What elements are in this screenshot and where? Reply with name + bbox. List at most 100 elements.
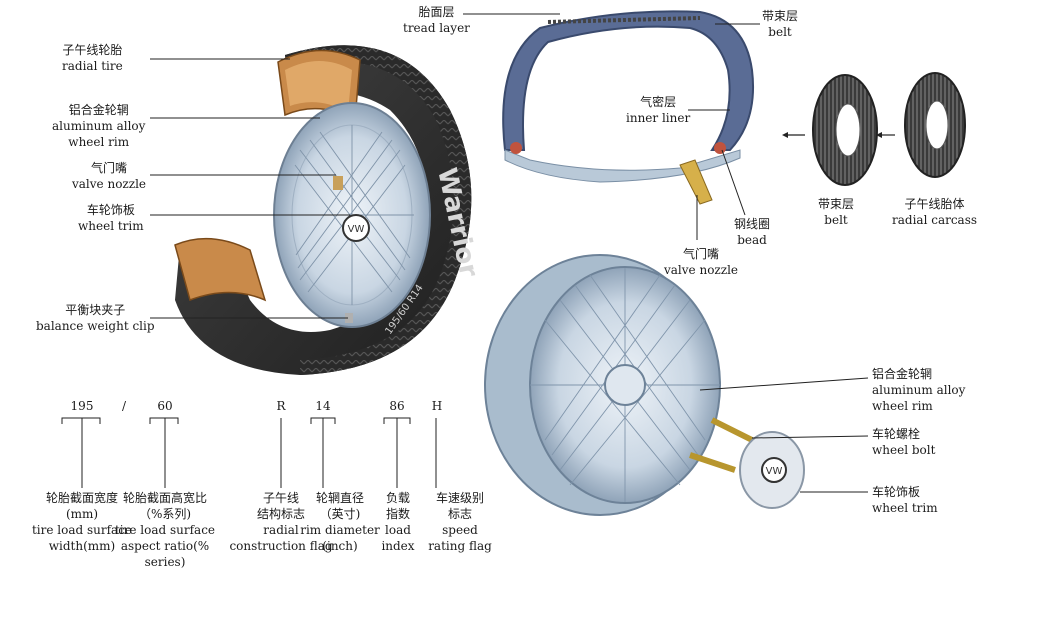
desc-load-l3: load — [385, 523, 411, 537]
hub-logo-left — [342, 214, 370, 242]
label-wheel-bolt-en: wheel bolt — [872, 443, 936, 457]
hub-logo-text-left: VW — [348, 224, 365, 235]
valve-left — [333, 176, 343, 190]
code-width: 195 — [70, 399, 94, 413]
desc-ratio-l1: 轮胎截面高宽比 — [122, 491, 207, 505]
label-aluminum-rim-right: 铝合金轮辋 aluminum alloy wheel rim — [872, 366, 965, 414]
rim-hub — [604, 364, 646, 406]
desc-width: 轮胎截面宽度 (mm) tire load surface width(mm) — [12, 490, 152, 554]
label-radial-tire-zh: 子午线轮胎 — [62, 43, 123, 57]
code-rim: 14 — [315, 399, 331, 413]
desc-radial-l1: 子午线 — [262, 491, 299, 505]
lower-cut-section — [174, 237, 267, 302]
label-bead-en: bead — [737, 233, 767, 247]
label-radial-tire: 子午线轮胎 radial tire — [62, 42, 123, 74]
code-slash: / — [121, 399, 127, 413]
label-inner-liner-en: inner liner — [626, 111, 691, 125]
label-aluminum-rim-left: 铝合金轮辋 aluminum alloy wheel rim — [52, 102, 145, 150]
desc-ratio: 轮胎截面高宽比 （%系列) tire load surface aspect r… — [110, 490, 220, 570]
code-ratio: 60 — [157, 399, 173, 413]
desc-rim-l1: 轮辋直径 — [315, 491, 364, 505]
desc-radial: 子午线 结构标志 radial construction flag — [222, 490, 340, 554]
hub-logo-text-right: VW — [766, 466, 783, 477]
desc-radial-l4: construction flag — [229, 539, 333, 553]
label-radial-carcass: 子午线胎体 radial carcass — [892, 196, 977, 228]
section-valve — [679, 159, 713, 205]
desc-ratio-l4: aspect ratio(% — [120, 539, 210, 553]
code-speed: H — [431, 399, 443, 413]
label-belt-right: 带束层 belt — [818, 196, 854, 228]
label-wheel-trim-left: 车轮饰板 wheel trim — [78, 202, 144, 234]
belt-ring-hole — [835, 103, 861, 157]
label-valve-nozzle-left-zh: 气门嘴 — [91, 161, 128, 175]
label-wheel-trim-left-en: wheel trim — [78, 219, 144, 233]
desc-load-l1: 负载 — [385, 491, 410, 505]
label-belt-top-zh: 带束层 — [762, 9, 799, 23]
label-belt-top: 带束层 belt — [762, 8, 798, 40]
label-valve-nozzle-center-en: valve nozzle — [664, 263, 739, 277]
label-aluminum-rim-left-en1: aluminum alloy — [52, 119, 146, 133]
section-tread-grooves — [547, 16, 701, 24]
label-radial-carcass-en: radial carcass — [892, 213, 978, 227]
bead-right — [714, 142, 726, 154]
label-wheel-bolt-zh: 车轮螺栓 — [872, 427, 921, 441]
label-aluminum-rim-left-en2: wheel rim — [68, 135, 130, 149]
wheel-bolts — [689, 417, 754, 473]
desc-radial-l3: radial — [263, 523, 299, 537]
desc-speed-l1: 车速级别 — [435, 491, 484, 505]
label-valve-nozzle-center-zh: 气门嘴 — [683, 247, 720, 261]
desc-radial-l2: 结构标志 — [256, 507, 305, 521]
desc-width-l3: tire load surface — [31, 523, 133, 537]
label-valve-nozzle-center: 气门嘴 valve nozzle — [664, 246, 738, 278]
label-inner-liner-zh: 气密层 — [640, 95, 677, 109]
desc-rim-l3: rim diameter — [300, 523, 380, 537]
desc-load-l2: 指数 — [385, 507, 410, 521]
carcass-ring-hole — [925, 100, 949, 150]
desc-speed-l2: 标志 — [447, 507, 472, 521]
label-tread-layer-en: tread layer — [403, 21, 470, 35]
desc-width-l2: (mm) — [65, 507, 99, 521]
label-belt-right-en: belt — [824, 213, 848, 227]
label-balance-weight-clip-en: balance weight clip — [36, 319, 155, 333]
leader-lines — [150, 13, 869, 493]
balance-clip — [345, 313, 353, 323]
desc-rim-l4: (inch) — [322, 539, 358, 553]
label-aluminum-rim-right-en1: aluminum alloy — [872, 383, 966, 397]
label-aluminum-rim-left-zh: 铝合金轮辋 — [68, 103, 129, 117]
desc-width-l1: 轮胎截面宽度 — [45, 491, 118, 505]
belt-carcass-illustration — [782, 72, 966, 186]
desc-speed-l3: speed — [442, 523, 478, 537]
desc-load: 负载 指数 load index — [378, 490, 418, 554]
desc-speed-l4: rating flag — [428, 539, 492, 553]
alloy-wheel-illustration: VW — [484, 254, 805, 516]
desc-speed: 车速级别 标志 speed rating flag — [420, 490, 500, 554]
label-wheel-trim-right: 车轮饰板 wheel trim — [872, 484, 938, 516]
label-radial-carcass-zh: 子午线胎体 — [904, 197, 965, 211]
label-inner-liner: 气密层 inner liner — [626, 94, 690, 126]
desc-rim-l2: （英寸) — [319, 507, 361, 521]
code-radial: R — [276, 399, 286, 413]
label-valve-nozzle-left-en: valve nozzle — [72, 177, 147, 191]
label-belt-top-en: belt — [768, 25, 792, 39]
desc-width-l4: width(mm) — [48, 539, 116, 553]
desc-rim: 轮辋直径 （英寸) rim diameter (inch) — [300, 490, 380, 554]
desc-ratio-l5: series) — [144, 555, 186, 569]
section-profile — [502, 10, 755, 151]
label-bead-zh: 钢线圈 — [734, 217, 771, 231]
tire-cross-section — [502, 10, 755, 205]
label-aluminum-rim-right-zh: 铝合金轮辋 — [872, 367, 933, 381]
label-radial-tire-en: radial tire — [62, 59, 123, 73]
upper-cut-inner — [285, 61, 352, 112]
label-bead: 钢线圈 bead — [734, 216, 770, 248]
label-balance-weight-clip: 平衡块夹子 balance weight clip — [36, 302, 155, 334]
desc-ratio-l2: （%系列) — [138, 507, 192, 521]
hub-logo-right — [761, 457, 787, 483]
label-balance-weight-clip-zh: 平衡块夹子 — [65, 303, 126, 317]
label-wheel-bolt: 车轮螺栓 wheel bolt — [872, 426, 935, 458]
code-brackets — [61, 417, 437, 488]
label-tread-layer: 胎面层 tread layer — [403, 4, 470, 36]
label-wheel-trim-right-zh: 车轮饰板 — [872, 485, 921, 499]
label-valve-nozzle-left: 气门嘴 valve nozzle — [72, 160, 146, 192]
